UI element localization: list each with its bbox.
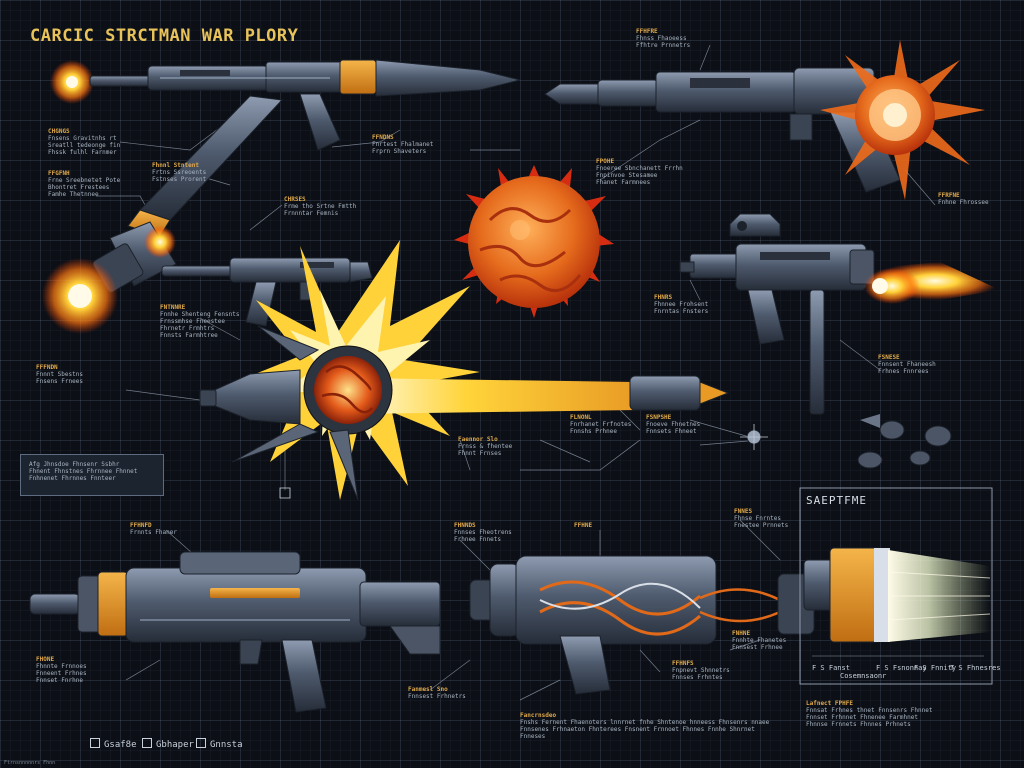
g-marker-icon bbox=[196, 738, 206, 748]
annotation-18: FFHNE bbox=[574, 522, 593, 529]
side-info-card: Afg Jhnsdoe Fhnsenr Ssbhr Fhnent Fhnstne… bbox=[20, 454, 164, 496]
plasma-sphere bbox=[454, 165, 614, 318]
spec-label-1: F S Fanst bbox=[812, 664, 850, 672]
legend-item-3: Gnnsta bbox=[196, 738, 243, 750]
starburst-top-right bbox=[820, 40, 985, 200]
central-cannon bbox=[199, 240, 730, 501]
rifle-heavy-bottom bbox=[29, 551, 441, 713]
muzzle-flash-top-left bbox=[50, 60, 94, 104]
spec-panel-heading: SAEPTFME bbox=[806, 494, 867, 507]
pistol-right bbox=[679, 213, 1000, 415]
spec-label-3: F S Fsnonnay bbox=[876, 664, 927, 672]
plasma-engine bbox=[469, 555, 815, 695]
side-card-line-2: Fhnent Fhnstnes Fhrnnee Fhnnet bbox=[29, 468, 138, 475]
thruster-spec bbox=[799, 487, 993, 685]
muzzle-flash-mid-left bbox=[42, 226, 176, 334]
footer-text: Ftrnsnnnnnrs Fhnn bbox=[4, 760, 56, 766]
rifle-long-top bbox=[89, 59, 521, 293]
legend-item-1: Gsaf8e bbox=[90, 738, 137, 750]
page-title: CARCIC STRCTMAN WAR PLORY bbox=[30, 26, 299, 46]
spec-label-4: F S Fnnity bbox=[914, 664, 957, 672]
spec-label-2: Cosemnsaonr bbox=[840, 672, 887, 680]
leader-lines bbox=[96, 44, 936, 701]
side-card-line-3: Fnhnenet Fhrnnes Fnnteer bbox=[29, 475, 116, 482]
spec-label-5: T S Fhnesres bbox=[950, 664, 1001, 672]
c-marker-icon bbox=[142, 738, 152, 748]
drone-parts bbox=[740, 414, 952, 469]
legend-item-2: Gbhaper bbox=[142, 738, 194, 750]
side-card-line-1: Afg Jhnsdoe Fhnsenr Ssbhr bbox=[29, 461, 120, 468]
camera-icon bbox=[90, 738, 100, 748]
marker-square bbox=[279, 487, 291, 499]
